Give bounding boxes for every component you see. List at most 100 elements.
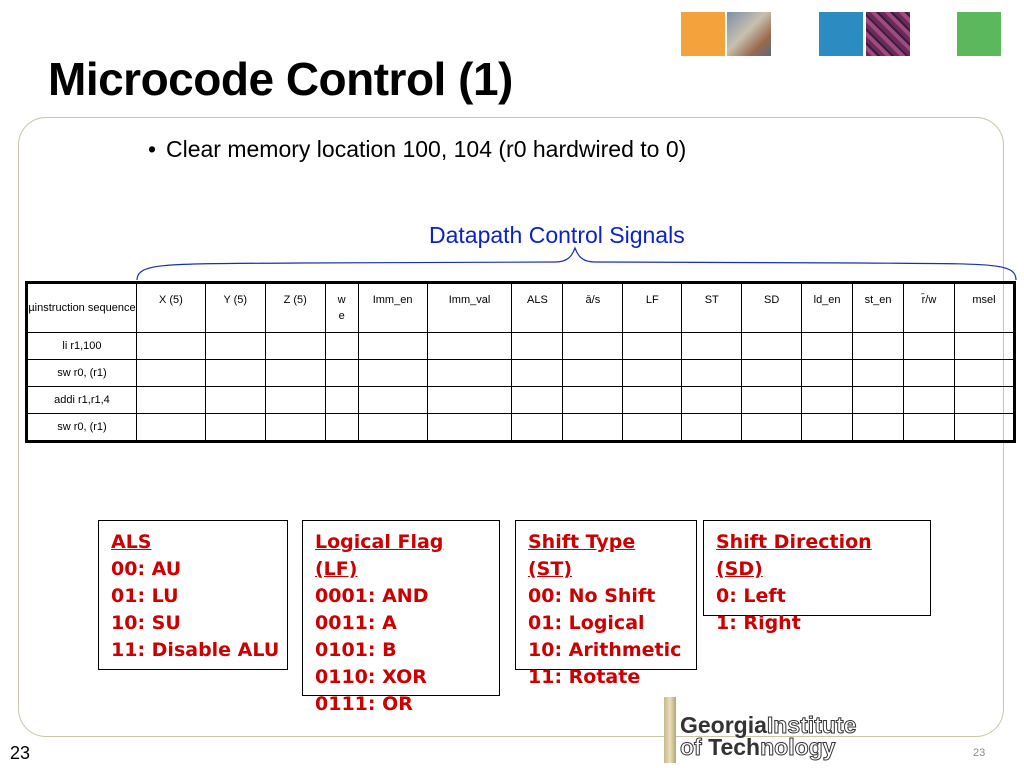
table-cell — [324, 413, 359, 442]
table-cell — [204, 332, 266, 360]
logo-word-tech: Tech — [708, 734, 761, 760]
table-cell — [204, 359, 266, 387]
table-cell — [741, 359, 803, 387]
bullet-dot-icon: • — [148, 136, 157, 162]
decorative-campus-photo-tile — [727, 12, 771, 56]
table-cell — [324, 332, 359, 360]
table-cell — [852, 359, 905, 387]
logo-line-2: of Technology — [679, 734, 836, 761]
table-cell — [681, 359, 743, 387]
table-cell — [357, 413, 428, 442]
table-cell — [511, 386, 564, 414]
table-cell — [622, 386, 683, 414]
georgia-tech-logo: GeorgiaInstitute of Technology — [664, 697, 890, 765]
header-cell-st-en: st_en — [852, 282, 905, 333]
row-label: sw r0, (r1) — [26, 359, 137, 387]
table-cell — [903, 386, 955, 414]
table-cell — [622, 413, 683, 442]
header-cell-imm-en: Imm_en — [357, 282, 428, 333]
table-cell — [852, 332, 905, 360]
logo-word-nology: nology — [760, 734, 836, 761]
table-cell — [264, 359, 326, 387]
header-cell-lf: LF — [622, 282, 683, 333]
legend-line: 10: SU — [111, 612, 181, 634]
table-cell — [801, 386, 854, 414]
table-cell — [324, 359, 359, 387]
shift-type-legend-box: Shift Type (ST) 00: No Shift 01: Logical… — [515, 520, 697, 688]
bullet-text: Clear memory location 100, 104 (r0 hardw… — [166, 136, 687, 162]
table-cell — [852, 386, 905, 414]
table-cell — [903, 413, 955, 442]
table-cell — [622, 332, 683, 360]
table-row: addi r1,r1,4 — [26, 386, 1016, 414]
table-cell — [357, 386, 428, 414]
table-cell — [264, 332, 326, 360]
table-cell — [204, 413, 266, 442]
header-cell-msel: msel — [953, 282, 1016, 333]
table-cell — [426, 413, 513, 442]
table-cell — [511, 359, 564, 387]
table-cell — [562, 359, 624, 387]
legend-line: 11: Disable ALU — [111, 639, 280, 661]
legend-line: 11: Rotate — [528, 666, 641, 688]
table-cell — [622, 359, 683, 387]
header-cell-we: w e — [324, 282, 359, 333]
legend-line: 0111: OR — [315, 693, 413, 715]
table-cell — [953, 359, 1016, 387]
als-legend-title: ALS — [111, 531, 152, 553]
table-cell — [562, 332, 624, 360]
brace-label: Datapath Control Signals — [429, 222, 685, 248]
table-cell — [324, 386, 359, 414]
table-cell — [953, 386, 1016, 414]
table-cell — [953, 332, 1016, 360]
slide-title: Microcode Control (1) — [48, 53, 513, 105]
row-label: li r1,100 — [26, 332, 137, 360]
table-cell — [562, 413, 624, 442]
header-cell-sd: SD — [741, 282, 803, 333]
table-row: sw r0, (r1) — [26, 413, 1016, 442]
shift-direction-legend-box: Shift Direction (SD) 0: Left 1: Right — [703, 520, 931, 634]
table-cell — [681, 413, 743, 442]
legend-line: 00: AU — [111, 558, 182, 580]
st-legend-title: Shift Type (ST) — [528, 531, 636, 580]
table-cell — [903, 332, 955, 360]
row-label: sw r0, (r1) — [26, 413, 137, 442]
table-cell — [426, 386, 513, 414]
legend-line: 0: Left — [716, 585, 786, 607]
table-cell — [135, 386, 206, 414]
table-row: sw r0, (r1) — [26, 359, 1016, 387]
legend-line: 01: Logical — [528, 612, 645, 634]
brace-path — [136, 246, 1017, 281]
table-cell — [264, 386, 326, 414]
decorative-blue-tile — [819, 12, 863, 56]
header-cell-x: X (5) — [135, 282, 206, 333]
logo-word-of: of — [679, 734, 709, 761]
table-cell — [741, 332, 803, 360]
bullet-item: • Clear memory location 100, 104 (r0 hard… — [148, 136, 686, 163]
table-cell — [426, 332, 513, 360]
legend-line: 01: LU — [111, 585, 179, 607]
table-cell — [135, 413, 206, 442]
table-cell — [741, 413, 803, 442]
table-cell — [801, 359, 854, 387]
table-cell — [135, 332, 206, 360]
table-cell — [681, 332, 743, 360]
header-cell-as: ā/s — [562, 282, 624, 333]
legend-line: 10: Arithmetic — [528, 639, 682, 661]
legend-line: 00: No Shift — [528, 585, 656, 607]
header-cell-uinstruction: µinstruction sequence — [26, 282, 137, 333]
table-cell — [426, 359, 513, 387]
header-cell-ld-en: ld_en — [801, 282, 854, 333]
table-cell — [357, 332, 428, 360]
decorative-circuit-photo-tile — [866, 12, 910, 56]
table-cell — [801, 332, 854, 360]
table-cell — [741, 386, 803, 414]
table-cell — [135, 359, 206, 387]
table-cell — [264, 413, 326, 442]
legend-line: 1: Right — [716, 612, 801, 634]
table-cell — [511, 413, 564, 442]
table-cell — [357, 359, 428, 387]
sd-legend-title: Shift Direction (SD) — [716, 531, 872, 580]
header-cell-imm-val: Imm_val — [426, 282, 513, 333]
row-label: addi r1,r1,4 — [26, 386, 137, 414]
